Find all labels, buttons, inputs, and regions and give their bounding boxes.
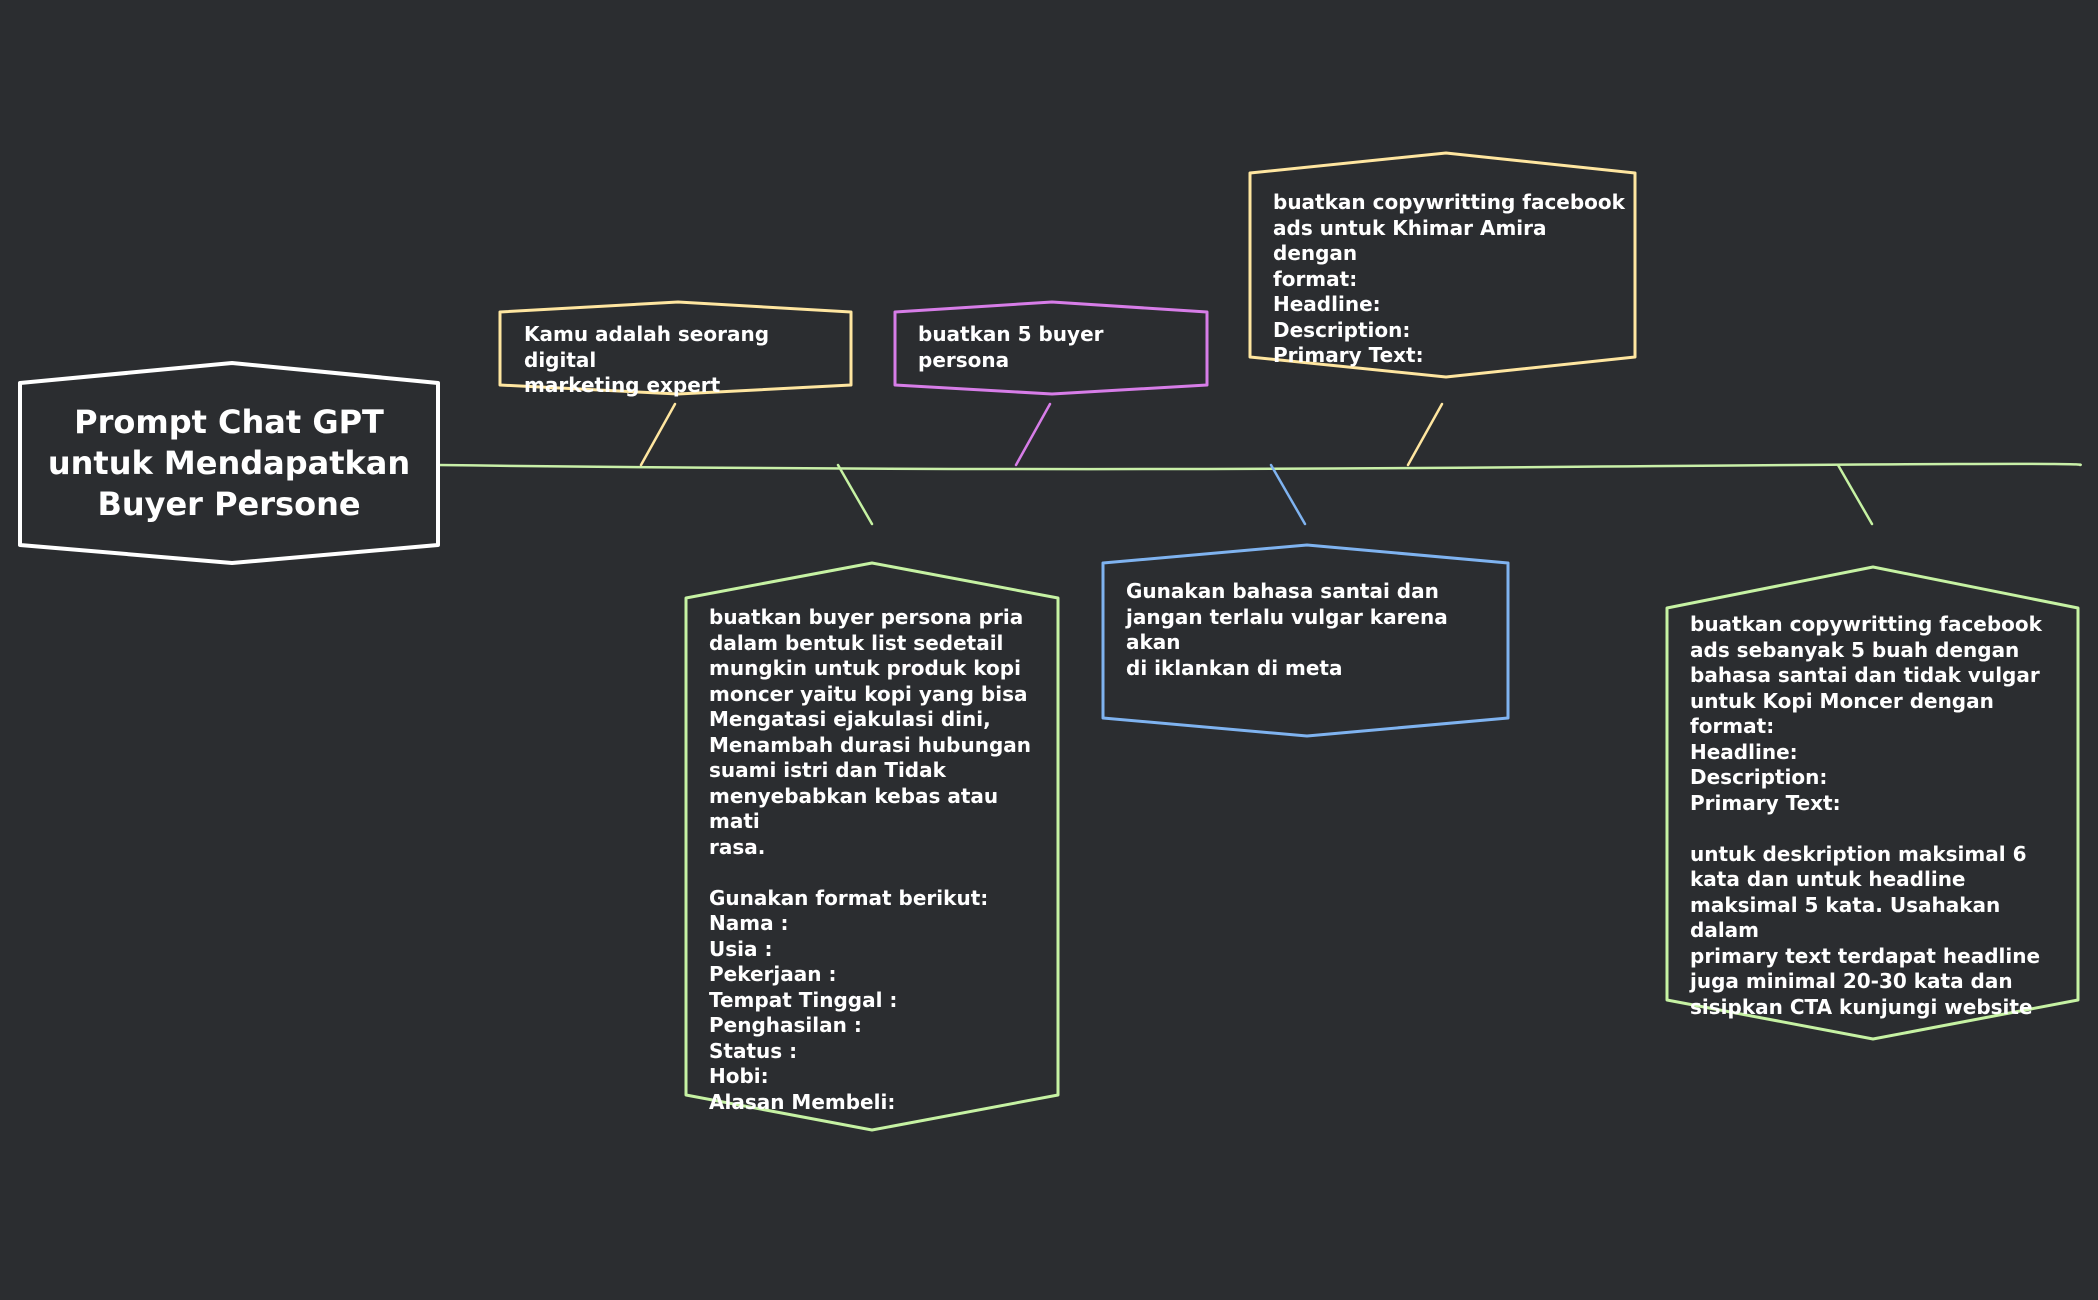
node-copywriting-khimar-shape[interactable] [1248, 151, 1637, 379]
node-copywriting-kopi-moncer-shape[interactable] [1665, 565, 2080, 1041]
main-spine-line [436, 462, 2082, 471]
node-buyer-persona-5-shape[interactable] [893, 300, 1209, 396]
node-digital-marketing-text: Kamu adalah seorang digital marketing ex… [524, 322, 770, 397]
root-node-title: Prompt Chat GPT untuk Mendapatkan Buyer … [47, 403, 411, 523]
node-digital-marketing-shape[interactable] [498, 300, 853, 396]
connector-bahasa-santai [1269, 463, 1307, 526]
root-node-shape[interactable] [18, 361, 440, 565]
connector-copywriting-khimar [1406, 402, 1444, 467]
node-bahasa-santai-shape[interactable] [1101, 543, 1510, 738]
node-buyer-persona-5-text: buatkan 5 buyer persona [918, 322, 1111, 372]
node-buyer-persona-pria-text: buatkan buyer persona pria dalam bentuk … [709, 605, 1032, 1114]
connector-buyer-persona-5 [1014, 402, 1052, 467]
node-bahasa-santai-text: Gunakan bahasa santai dan jangan terlalu… [1126, 579, 1448, 680]
connector-buyer-persona-pria [836, 463, 874, 526]
node-copywriting-kopi-moncer-text: buatkan copywritting facebook ads sebany… [1690, 612, 2042, 1019]
node-copywriting-khimar-text: buatkan copywritting facebook ads untuk … [1273, 190, 1625, 367]
connector-copywriting-kopi-moncer [1836, 463, 1874, 526]
node-buyer-persona-pria-shape[interactable] [684, 561, 1060, 1132]
connector-digital-marketing [639, 402, 677, 467]
